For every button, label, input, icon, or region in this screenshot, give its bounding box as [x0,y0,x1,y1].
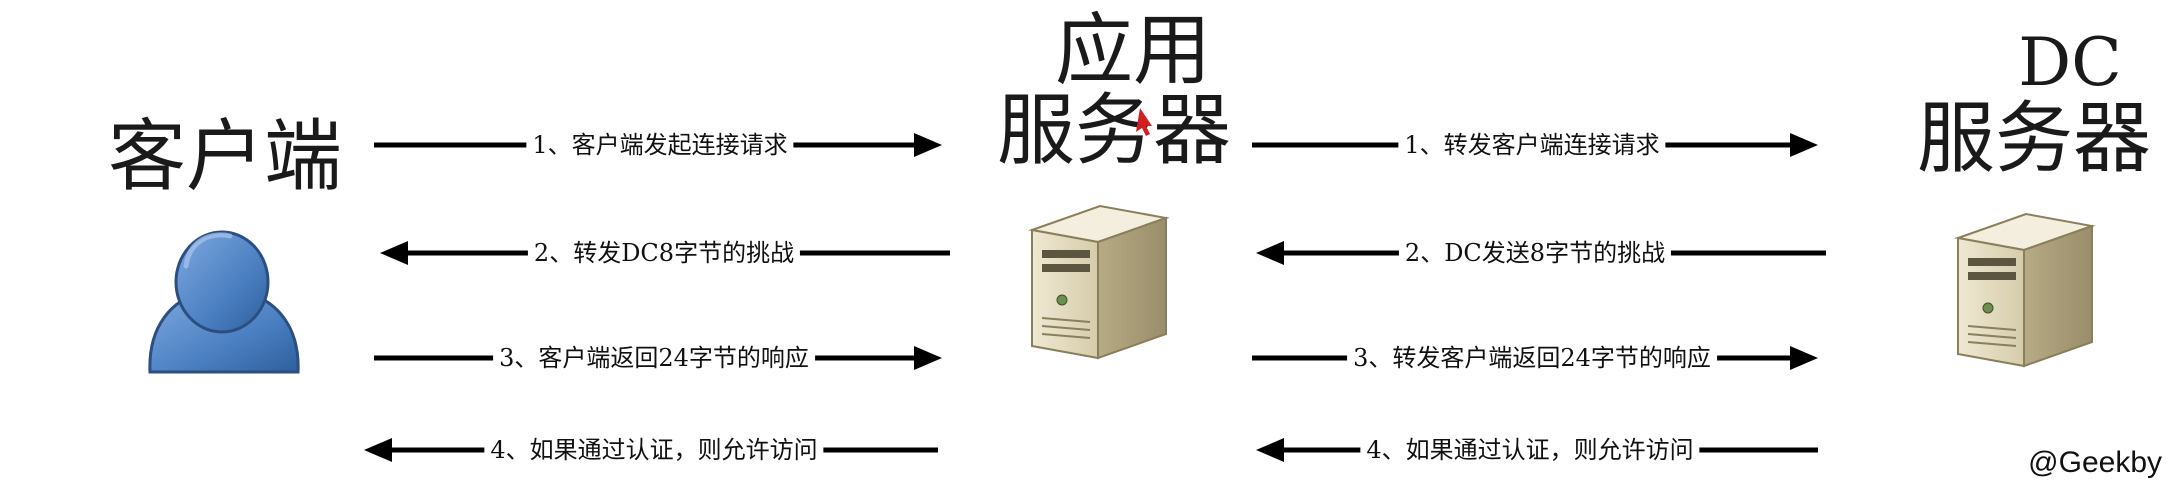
right-step-3-label: 3、转发客户端返回24字节的响应 [1347,346,1717,370]
dc-server-title: DC 服务器 [1917,24,2152,184]
app-server-title-line2: 服务器 [997,86,1232,176]
left-step-1-label: 1、客户端发起连接请求 [526,133,794,157]
dc-server-title-line2: 服务器 [1917,94,2152,184]
cursor-mark-icon [1136,108,1152,136]
dc-server-icon [1954,212,2096,368]
client-title: 客户端 [108,118,342,196]
app-server-title: 应用 服务器 [997,12,1231,170]
right-step-1-label: 1、转发客户端连接请求 [1398,133,1666,157]
app-server-title-line1: 应用 [1055,6,1212,96]
right-step-2-label: 2、DC发送8字节的挑战 [1398,241,1672,265]
left-step-3-label: 3、客户端返回24字节的响应 [493,346,815,370]
right-step-4-label: 4、如果通过认证，则允许访问 [1360,438,1700,462]
user-icon [148,230,300,374]
watermark-text: @Geekby [2028,446,2162,479]
client-title-line1: 客户端 [108,112,343,202]
app-server-icon [1028,204,1170,360]
left-step-4-label: 4、如果通过认证，则允许访问 [484,438,824,462]
dc-server-title-line1: DC [2018,24,2122,101]
left-step-2-label: 2、转发DC8字节的挑战 [527,241,801,265]
